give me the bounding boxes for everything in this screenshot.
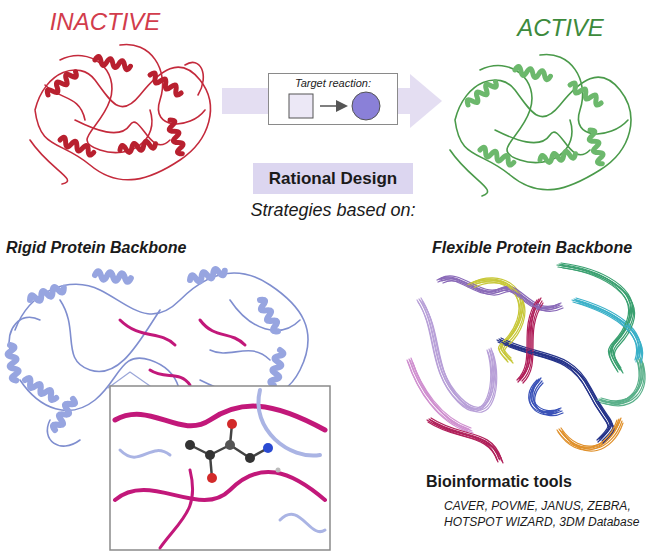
tools-heading: Bioinformatic tools [426,472,651,493]
subheading: Strategies based on: [180,199,486,222]
reaction-symbols [289,92,380,120]
flexible-ensemble [407,263,645,463]
active-protein [450,54,631,196]
method-box: Rational Design [253,163,413,194]
state-label: INACTIVE [15,6,195,37]
process-arrow [222,74,442,128]
active-site-inset [110,386,330,550]
node-text: Rational Design [269,169,397,189]
section-heading: Flexible Protein Backbone [432,238,657,259]
inactive-protein [30,44,210,184]
section-heading: Rigid Protein Backbone [6,238,266,259]
reaction-box: Target reaction: [268,73,398,125]
tools-list: CAVER, POVME, JANUS, ZEBRA, HOTSPOT WIZA… [444,499,654,530]
state-label: ACTIVE [478,12,643,43]
box-ground [268,73,398,125]
node-text: Target reaction: [295,77,371,89]
